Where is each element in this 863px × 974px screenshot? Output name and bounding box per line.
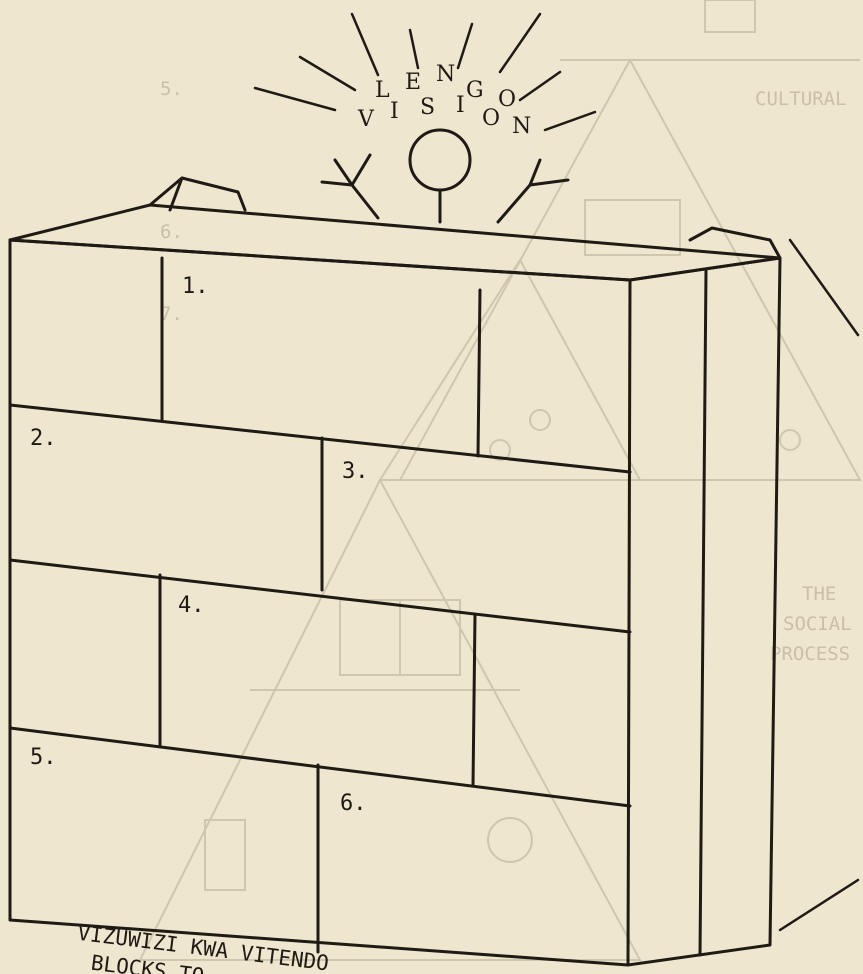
plant-icon [487, 817, 533, 863]
left-arm [333, 158, 380, 220]
top-brick-left [148, 176, 247, 212]
right-arm [496, 178, 570, 224]
ghost-triangle-inner [378, 258, 642, 481]
brick-label-1: 1. [182, 274, 209, 299]
letter: L [375, 78, 390, 103]
brick-label-3: 3. [342, 459, 369, 484]
person-icon [489, 439, 511, 461]
brick-label-2: 2. [30, 426, 57, 451]
background-pyramid: CULTURAL THE SOCIAL PROCESS 5. 6. 7. [138, 0, 862, 961]
top-brick-right [688, 226, 782, 260]
letter: N [512, 114, 531, 139]
letter: O [498, 87, 516, 112]
mortar-line [8, 726, 632, 808]
roof-edge [788, 238, 860, 337]
sun-rays [253, 12, 597, 132]
letter: E [405, 70, 421, 95]
letter: V [357, 107, 375, 132]
ghost-triangle-bottom [138, 477, 642, 961]
letter: N [436, 62, 455, 87]
ghost-label-the: THE [802, 583, 836, 605]
base-edge [778, 878, 860, 932]
person-icon [529, 409, 551, 431]
ghost-label-social: SOCIAL [783, 613, 852, 635]
wall-outline [8, 238, 632, 967]
mortar-joint [476, 288, 482, 458]
brick-label-5: 5. [30, 745, 57, 770]
ghost-label-cultural: CULTURAL [755, 88, 847, 110]
letter: O [482, 106, 500, 131]
ghost-item-7: 7. [160, 303, 183, 325]
wall-front: 1. 2. 3. 4. 5. 6. [8, 238, 782, 967]
caption-group: VIZUWIZI KWA VITENDO BLOCKS TO [76, 921, 330, 974]
vision-lettering: L E N G O V I S I O N [357, 62, 531, 139]
sign-icon [584, 199, 681, 256]
vision-figure: L E N G O V I S I O N [253, 12, 597, 224]
bin-icon [204, 819, 246, 891]
brick-label-6: 6. [340, 791, 367, 816]
ghost-label-process: PROCESS [770, 643, 850, 665]
wall-top-face [8, 203, 782, 282]
mortar-joint [471, 613, 477, 788]
wall-side-seam [698, 268, 708, 957]
box-icon [704, 0, 756, 33]
ghost-item-5: 5. [160, 78, 183, 100]
letter: S [420, 95, 435, 120]
brick-label-4: 4. [178, 593, 205, 618]
ghost-item-6: 6. [160, 221, 183, 243]
letter: I [456, 93, 465, 118]
wall-top [8, 176, 782, 282]
letter: G [466, 78, 484, 103]
head-circle [408, 128, 472, 192]
person-icon [779, 429, 801, 451]
letter: I [390, 99, 399, 124]
mortar-line [8, 403, 632, 474]
mortar-line [8, 558, 632, 634]
